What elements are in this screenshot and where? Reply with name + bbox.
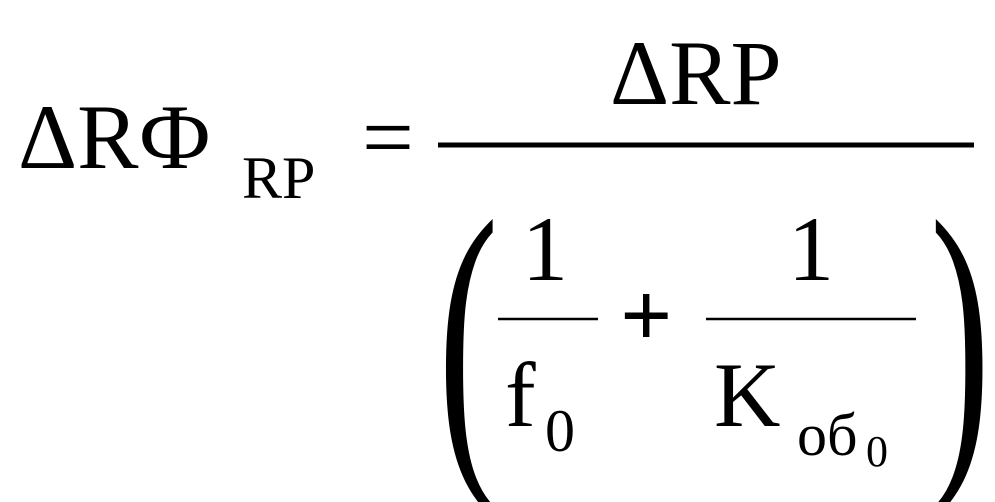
term1-numerator: 1 bbox=[522, 198, 568, 300]
plus-sign: + bbox=[620, 264, 672, 366]
term1-denominator-main: f bbox=[505, 344, 536, 446]
term2-denominator-subsub: 0 bbox=[866, 427, 888, 476]
term1-denominator-sub: 0 bbox=[545, 398, 575, 464]
close-paren: ) bbox=[930, 154, 990, 502]
term2-numerator: 1 bbox=[788, 198, 834, 300]
lhs-subscript: RP bbox=[242, 145, 315, 211]
main-numerator: ΔRP bbox=[610, 22, 782, 124]
lhs-main: ΔRФ bbox=[18, 86, 211, 188]
term2-denominator-main: K bbox=[714, 344, 780, 446]
term2-denominator-sub: об bbox=[797, 402, 858, 468]
open-paren: ( bbox=[438, 154, 498, 502]
equals-sign: = bbox=[362, 86, 414, 188]
